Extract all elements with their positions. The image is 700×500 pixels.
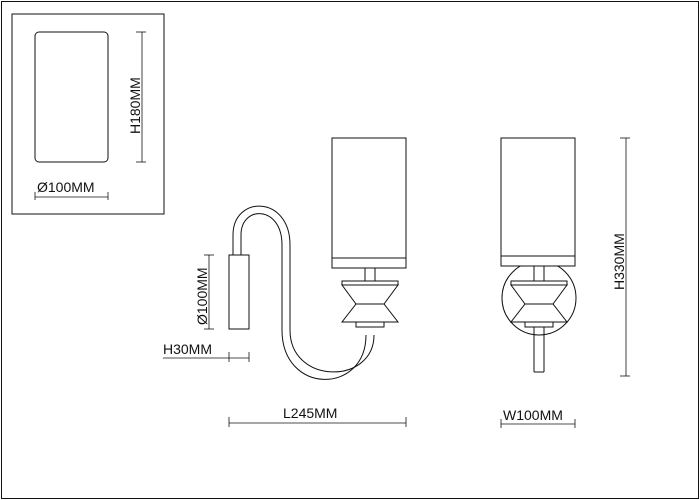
backplate-depth-dimension: H30MM: [163, 341, 250, 362]
shade-outline: [34, 31, 109, 163]
front-shade: [500, 137, 576, 267]
width-dimension: W100MM: [500, 407, 576, 428]
shade-height-label: H180MM: [127, 77, 143, 134]
front-lamp-holder: [509, 280, 569, 328]
length-dimension: L245MM: [228, 405, 407, 427]
total-height-dimension: H330MM: [611, 137, 630, 377]
backplate-depth-label: H30MM: [163, 341, 212, 357]
width-label: W100MM: [503, 407, 563, 423]
shade-height-dimension: H180MM: [127, 31, 146, 163]
shade-diameter-label: Ø100MM: [37, 179, 95, 195]
length-label: L245MM: [283, 405, 337, 421]
backplate-diameter-dimension: Ø100MM: [194, 254, 214, 330]
shade-diameter-dimension: Ø100MM: [34, 179, 109, 200]
shade-body: [331, 137, 407, 265]
front-view: W100MM H330MM: [500, 137, 630, 428]
shade-detail-panel: H180MM Ø100MM: [11, 13, 165, 215]
arm-outer-line: [232, 205, 375, 373]
backplate: [228, 254, 250, 330]
total-height-label: H330MM: [611, 233, 627, 290]
side-shade: [331, 137, 407, 269]
shade-ring: [331, 257, 407, 269]
lamp-holder: [340, 280, 400, 328]
arm-inner-line: [240, 213, 367, 380]
backplate-diameter-label: Ø100MM: [194, 267, 210, 325]
side-view: Ø100MM H30MM L245MM: [163, 137, 407, 427]
detail-box: [11, 13, 165, 215]
